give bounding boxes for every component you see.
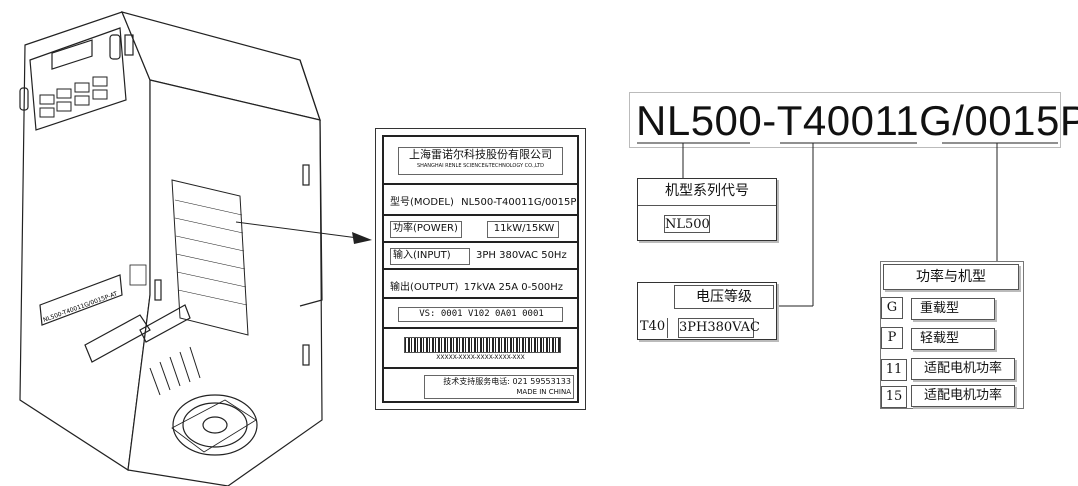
voltage-code: T40 <box>638 318 668 338</box>
voltage-value: 3PH380VAC <box>678 318 760 338</box>
made-in: MADE IN CHINA <box>516 388 571 396</box>
arrow-head-icon <box>352 232 372 244</box>
support-box: 技术支持服务电话: 021 59553133 MADE IN CHINA <box>424 375 574 399</box>
nameplate-support-row: 技术支持服务电话: 021 59553133 MADE IN CHINA <box>384 369 577 401</box>
nameplate-barcode-row: XXXXX-XXXX-XXXX-XXXX-XXX <box>384 329 577 369</box>
power-label: 功率(POWER) <box>390 221 462 238</box>
model-code-box: NL500-T40011G/0015P <box>629 92 1078 148</box>
power-type-code-11: 11 <box>881 359 907 381</box>
nameplate-input-row: 输入(INPUT) 3PH 380VAC 50Hz <box>384 243 577 270</box>
nameplate: 上海雷诺尔科技股份有限公司 SHANGHAI RENLE SCIENCE&TEC… <box>375 128 586 410</box>
nameplate-frame: 上海雷诺尔科技股份有限公司 SHANGHAI RENLE SCIENCE&TEC… <box>382 135 579 403</box>
version-value: VS: 0001 V102 0A01 0001 <box>398 307 563 322</box>
barcode-icon <box>404 337 561 353</box>
company-box: 上海雷诺尔科技股份有限公司 SHANGHAI RENLE SCIENCE&TEC… <box>398 147 563 175</box>
power-value: 11kW/15KW <box>487 221 559 238</box>
voltage-group: 电压等级 T40 3PH380VAC <box>637 282 777 340</box>
output-value: 17kVA 25A 0-500Hz <box>463 282 564 293</box>
power-type-desc-heavy: 重载型 <box>911 298 995 320</box>
power-type-code-15: 15 <box>881 386 907 408</box>
voltage-title: 电压等级 <box>674 285 774 309</box>
nameplate-version-row: VS: 0001 V102 0A01 0001 <box>384 299 577 329</box>
power-type-title: 功率与机型 <box>883 264 1019 290</box>
support-phone: 技术支持服务电话: 021 59553133 <box>443 377 571 386</box>
output-label: 输出(OUTPUT) <box>390 282 459 293</box>
power-type-group: 功率与机型 G 重载型 P 轻载型 11 适配电机功率 15 适配电机功率 <box>880 261 1024 409</box>
series-title: 机型系列代号 <box>638 179 776 206</box>
company-name-en: SHANGHAI RENLE SCIENCE&TECHNOLOGY CO.,LT… <box>416 163 545 169</box>
inverter-drawing: NL500-T40011G/0015P-AT <box>19 11 372 486</box>
input-value: 3PH 380VAC 50Hz <box>476 250 567 261</box>
model-value: NL500-T40011G/0015P <box>461 197 577 208</box>
power-type-desc-15: 适配电机功率 <box>911 385 1015 407</box>
serial-number: XXXXX-XXXX-XXXX-XXXX-XXX <box>436 354 525 361</box>
input-label: 输入(INPUT) <box>390 248 470 265</box>
power-type-code-p: P <box>881 327 903 349</box>
model-code: NL500-T40011G/0015P <box>636 97 1078 144</box>
power-type-desc-11: 适配电机功率 <box>911 358 1015 380</box>
nameplate-model-row: 型号(MODEL) NL500-T40011G/0015P <box>384 185 577 216</box>
model-label: 型号(MODEL) <box>390 197 454 208</box>
nameplate-company-row: 上海雷诺尔科技股份有限公司 SHANGHAI RENLE SCIENCE&TEC… <box>384 137 577 185</box>
series-value: NL500 <box>664 215 710 233</box>
company-name-zh: 上海雷诺尔科技股份有限公司 <box>409 148 552 161</box>
nameplate-output-row: 输出(OUTPUT) 17kVA 25A 0-500Hz <box>384 270 577 299</box>
power-type-desc-light: 轻载型 <box>911 328 995 350</box>
power-type-code-g: G <box>881 297 903 319</box>
nameplate-power-row: 功率(POWER) 11kW/15KW <box>384 216 577 243</box>
series-group: 机型系列代号 NL500 <box>637 178 777 241</box>
